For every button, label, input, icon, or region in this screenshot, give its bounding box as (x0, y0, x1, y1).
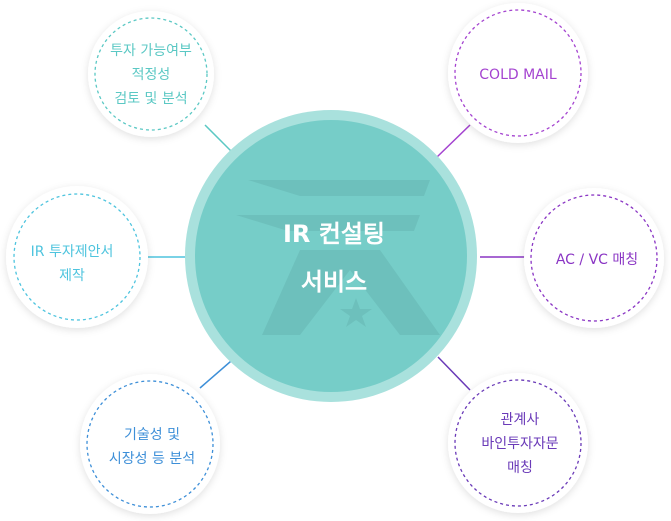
node-dashed-ring (454, 9, 582, 137)
connector-cold-mail (436, 124, 471, 158)
node-label-line-1: IR 투자제안서 (31, 244, 114, 260)
node-bg (88, 11, 214, 137)
node-dashed-ring (454, 379, 582, 507)
node-cold-mail: COLD MAIL (448, 3, 588, 143)
node-label-line-2: 적정성 (132, 67, 171, 83)
node-label-line-1: 투자 가능여부 (110, 43, 192, 59)
node-dashed-ring (530, 194, 658, 322)
node-label-line-2: 제작 (59, 268, 85, 284)
node-ir-proposal: IR 투자제안서 제작 (6, 186, 148, 328)
center-circle (195, 120, 467, 392)
center-title-line-2: 서비스 (301, 268, 367, 296)
center-hub: IR 컨설팅 서비스 (185, 110, 477, 402)
connector-affiliate-matching (437, 356, 471, 391)
center-title-line-1: IR 컨설팅 (283, 220, 385, 248)
node-label-line-3: 검토 및 분석 (114, 91, 187, 107)
node-tech-market-analysis: 기술성 및 시장성 등 분석 (80, 374, 220, 514)
node-label-line-1: 관계사 (501, 412, 540, 428)
node-dashed-ring (94, 17, 208, 131)
node-bg (6, 186, 148, 328)
node-bg (448, 3, 588, 143)
node-dashed-ring (86, 380, 214, 508)
watermark-logo (236, 180, 440, 335)
node-bg (80, 374, 220, 514)
node-investment-analysis: 투자 가능여부 적정성 검토 및 분석 (88, 11, 214, 137)
node-label-line-3: 매칭 (507, 460, 533, 476)
node-dashed-ring (13, 193, 141, 321)
node-label-line-2: 시장성 등 분석 (109, 451, 195, 467)
node-bg (448, 373, 588, 513)
node-label-line-2: 바인투자자문 (481, 436, 558, 452)
node-ac-vc-matching: AC / VC 매칭 (524, 188, 664, 328)
node-label-line-1: COLD MAIL (479, 67, 557, 83)
node-affiliate-matching: 관계사 바인투자자문 매칭 (448, 373, 588, 513)
node-label-line-1: 기술성 및 (124, 427, 180, 443)
node-bg (524, 188, 664, 328)
node-label-line-1: AC / VC 매칭 (556, 252, 638, 268)
